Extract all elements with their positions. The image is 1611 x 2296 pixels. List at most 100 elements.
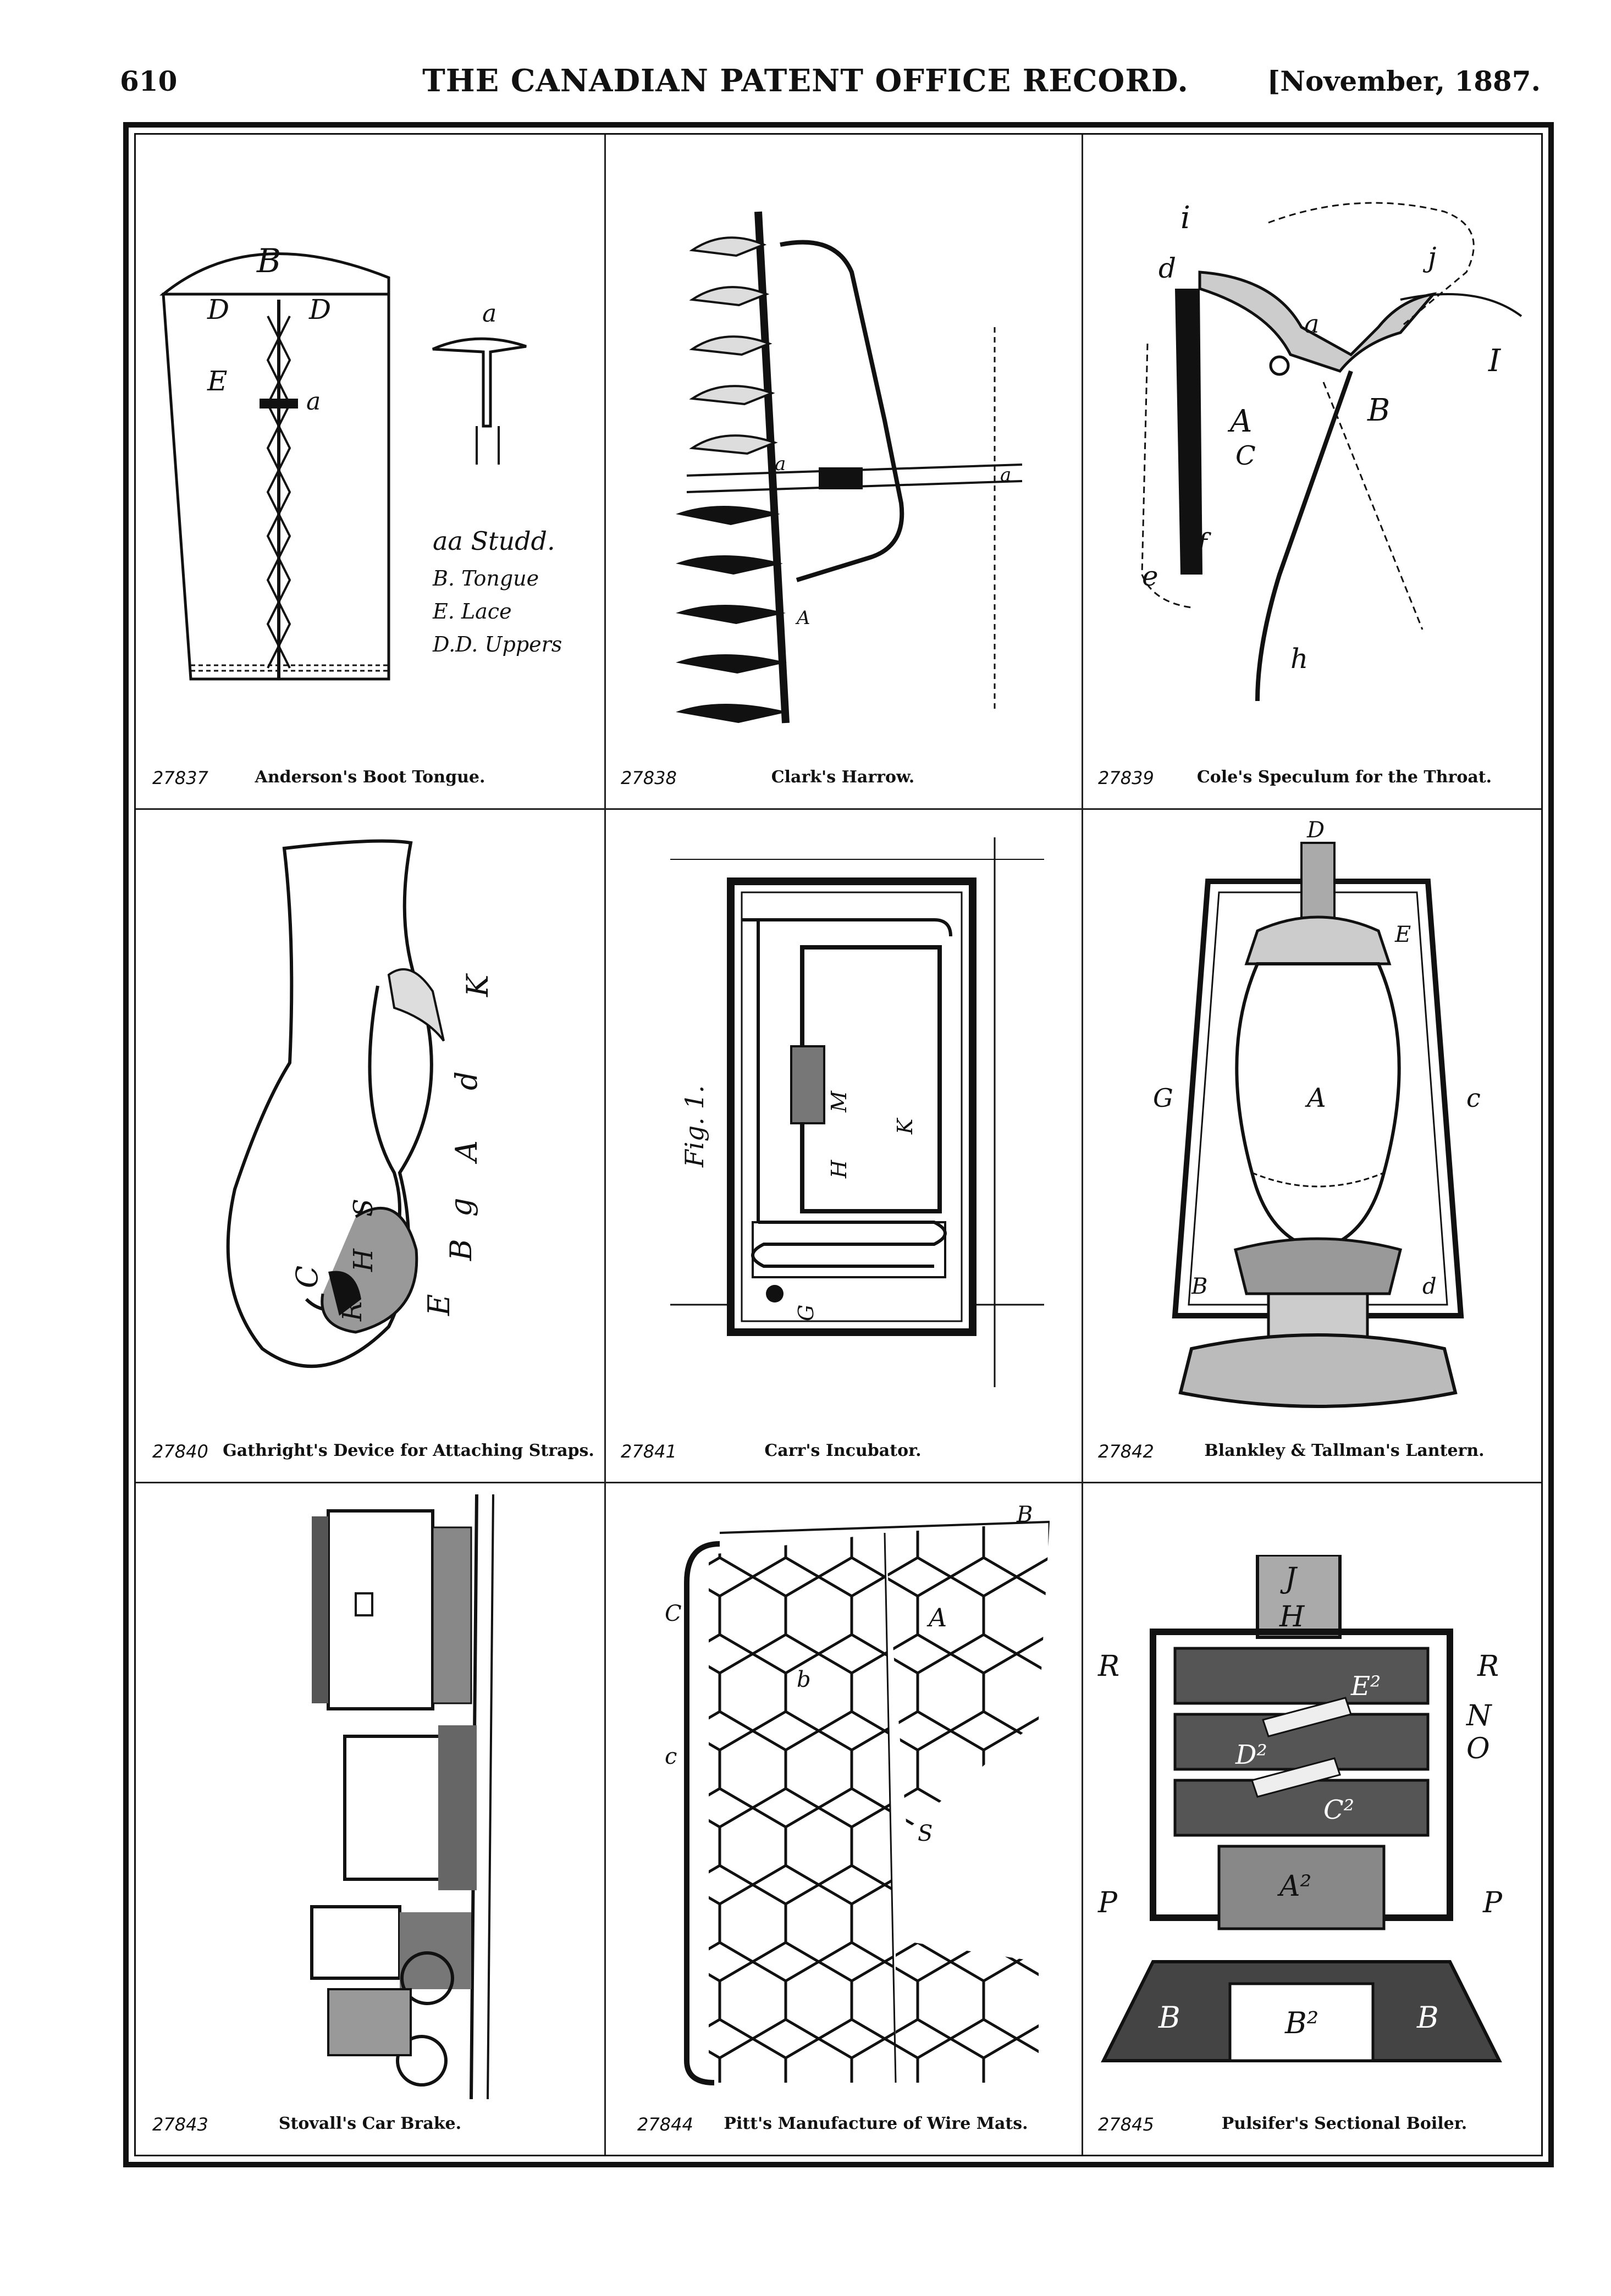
inner-border: [134, 133, 1543, 2156]
patent-cell-27841: Fig. 1. M H K G 27841 Carr's Incubator.: [604, 810, 1082, 1482]
boiler-drawing: J H R R E² N O D² C² A² P P B B² B: [1093, 1555, 1532, 2099]
fig-label: P: [1482, 1886, 1503, 1919]
patent-number: 27845: [1098, 2114, 1154, 2135]
figure-caption: 27839 Cole's Speculum for the Throat.: [1082, 768, 1541, 795]
fig-label: E: [207, 365, 228, 397]
fig-label: B: [256, 242, 281, 280]
fig-label: G: [1153, 1083, 1173, 1113]
figure-caption: 27845 Pulsifer's Sectional Boiler.: [1082, 2114, 1541, 2142]
fig-label: G: [794, 1305, 818, 1321]
fig-label: A: [926, 1603, 947, 1632]
patent-title: Gathright's Device for Attaching Straps.: [223, 1441, 594, 1460]
patent-title: Clark's Harrow.: [771, 768, 915, 787]
fig-label: a: [1000, 464, 1011, 486]
fig-label: B: [1416, 2000, 1439, 2035]
fig-label: H: [348, 1248, 379, 1272]
fig-label: j: [1422, 241, 1437, 273]
fig-label: B: [1016, 1502, 1033, 1527]
patent-cell-27845: J H R R E² N O D² C² A² P P B B² B 27845…: [1082, 1483, 1541, 2155]
patent-cell-27842: D E A G c B d 27842 Blankley & Tallman's…: [1082, 810, 1541, 1482]
fig-label: D: [1306, 821, 1325, 843]
patent-cell-27838: a a A 27838 Clark's Harrow.: [604, 135, 1082, 808]
patent-title: Blankley & Tallman's Lantern.: [1204, 1441, 1485, 1460]
fig-label: c: [665, 1744, 677, 1769]
incubator-drawing: Fig. 1. M H K G: [670, 837, 1044, 1420]
fig-label: C: [1235, 440, 1256, 471]
outer-border: [123, 122, 1554, 2167]
patent-number: 27838: [621, 768, 677, 788]
fig-label: B: [1191, 1274, 1207, 1299]
patent-cell-27840: K d A g B E S H R C 27840 Gathright's De…: [136, 810, 604, 1482]
fig-label: d: [1158, 252, 1176, 284]
fig-label: a: [306, 388, 321, 416]
boot-tongue-drawing: B D D E a a aa Studd. B. Tongue E. Lace …: [147, 234, 598, 739]
fig-label: B: [1158, 2000, 1180, 2035]
fig-label: R: [1097, 1650, 1119, 1683]
fig-label: D²: [1235, 1740, 1267, 1770]
patent-cell-27837: B D D E a a aa Studd. B. Tongue E. Lace …: [136, 135, 604, 808]
fig-label: C²: [1323, 1795, 1354, 1825]
fig-label: Fig. 1.: [680, 1085, 709, 1168]
figure-caption: 27843 Stovall's Car Brake.: [136, 2114, 604, 2142]
legend-line: E. Lace: [432, 599, 512, 623]
column-divider: [604, 135, 606, 2155]
fig-label: A²: [1277, 1870, 1311, 1903]
journal-title: THE CANADIAN PATENT OFFICE RECORD.: [422, 63, 1189, 99]
fig-label: C: [665, 1601, 682, 1626]
patent-number: 27843: [152, 2114, 208, 2135]
fig-label: R: [1477, 1650, 1499, 1683]
patent-number: 27839: [1098, 768, 1154, 788]
fig-label: E: [422, 1294, 456, 1316]
strap-device-drawing: K d A g B E S H R C: [213, 832, 576, 1426]
legend-line: B. Tongue: [432, 566, 539, 590]
fig-label: N: [1465, 1699, 1492, 1732]
fig-label: d: [449, 1071, 484, 1090]
page-number: 610: [120, 65, 178, 97]
patent-cell-27839: i d a j I B A C f e h 27839 Cole's Specu…: [1082, 135, 1541, 808]
page-header: 610 THE CANADIAN PATENT OFFICE RECORD. […: [0, 0, 1611, 121]
patent-number: 27842: [1098, 1441, 1154, 1462]
fig-label: S: [348, 1199, 379, 1217]
row-divider: [136, 808, 1541, 810]
fig-label: A: [1305, 1083, 1326, 1113]
fig-label: A: [1227, 404, 1252, 439]
legend-line: D.D. Uppers: [432, 632, 562, 656]
fig-label: e: [1142, 560, 1158, 592]
fig-label: d: [1422, 1274, 1437, 1299]
fig-label: D: [207, 294, 229, 325]
patent-title: Anderson's Boot Tongue.: [255, 768, 485, 787]
fig-label: i: [1180, 200, 1190, 236]
car-brake-drawing: [290, 1494, 598, 2099]
speculum-drawing: i d a j I B A C f e h: [1093, 190, 1532, 750]
fig-label: H: [1279, 1600, 1305, 1633]
figure-caption: 27841 Carr's Incubator.: [604, 1441, 1082, 1469]
wire-mat-drawing: B C A b c S: [654, 1500, 1061, 2099]
patent-number: 27844: [637, 2114, 693, 2135]
column-divider: [1082, 135, 1083, 2155]
fig-label: C: [290, 1266, 324, 1288]
patent-number: 27840: [152, 1441, 208, 1462]
fig-label: B²: [1284, 2006, 1318, 2040]
patent-title: Cole's Speculum for the Throat.: [1196, 768, 1492, 787]
lantern-drawing: D E A G c B d: [1126, 821, 1510, 1426]
harrow-drawing: a a A: [670, 162, 1033, 756]
patent-title: Stovall's Car Brake.: [278, 2114, 462, 2133]
fig-label: a: [1304, 309, 1319, 339]
fig-label: A: [795, 607, 810, 629]
fig-label: P: [1097, 1886, 1118, 1919]
fig-label: B: [1367, 393, 1390, 428]
fig-label: B: [444, 1239, 478, 1261]
patent-title: Pitt's Manufacture of Wire Mats.: [724, 2114, 1028, 2133]
fig-label: E: [1394, 922, 1411, 947]
issue-date: [November, 1887.: [1267, 65, 1541, 97]
patent-cell-27843: 27843 Stovall's Car Brake.: [136, 1483, 604, 2155]
fig-label: b: [797, 1667, 811, 1692]
fig-label: M: [827, 1090, 851, 1113]
fig-label: f: [1195, 527, 1211, 559]
patent-title: Pulsifer's Sectional Boiler.: [1221, 2114, 1467, 2133]
fig-label: R: [337, 1301, 368, 1322]
figure-caption: 27842 Blankley & Tallman's Lantern.: [1082, 1441, 1541, 1469]
fig-label: K: [893, 1117, 917, 1135]
fig-label: g: [444, 1197, 478, 1217]
fig-label: H: [827, 1160, 851, 1179]
